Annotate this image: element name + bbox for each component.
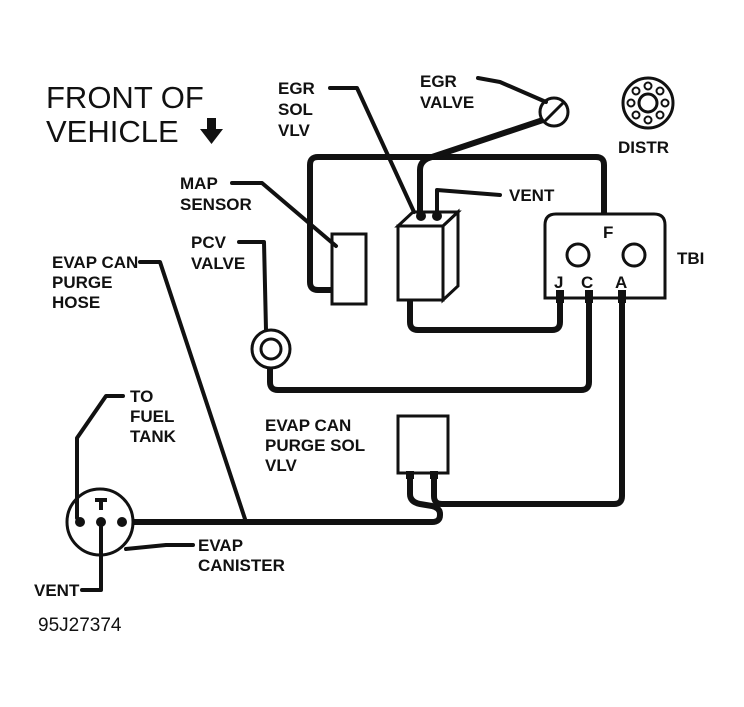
egr-sol-label-3: VLV [278,121,310,140]
down-arrow-icon [200,118,223,144]
fuel-tank-label-1: TO [130,387,153,406]
front-of-label-line2: VEHICLE [46,114,179,149]
purge-hose-leader [138,260,247,521]
pcv-leader [237,240,268,332]
distr-label: DISTR [618,138,669,157]
purge-sol-label-1: EVAP CAN [265,416,351,435]
distributor-terminal [655,110,665,120]
vent-canister-leader [80,525,103,592]
egr-solenoid-valve [394,208,462,304]
egr-sol-label-1: EGR [278,79,315,98]
distributor-terminal [626,98,636,108]
evap-purge-solenoid-valve [396,414,450,479]
canister-label-1: EVAP [198,536,243,555]
egr-valve-hose [429,115,552,160]
distributor-terminal [643,81,653,91]
map-sensor-label-1: MAP [180,174,218,193]
egr-sol-vent-lead [435,188,502,218]
egr-valve-label-1: EGR [420,72,457,91]
fuel-tank-leader [75,394,125,520]
egr-sol-label-2: SOL [278,100,313,119]
pcv-valve [250,328,292,370]
tbi-a-to-purge-sol-hose [431,287,625,507]
egr-sol-to-tbi-j-hose [407,287,563,333]
pcv-to-tbi-c-hose [267,287,592,393]
purge-hose-label-2: PURGE [52,273,112,292]
distributor-terminal [643,115,653,125]
tbi-port-j-label: J [554,273,563,292]
pcv-label-2: VALVE [191,254,245,273]
egr-sol-leader [328,86,416,214]
tbi-port-f-label: F [603,223,613,242]
pcv-label-1: PCV [191,233,227,252]
evap-canister [65,487,135,557]
canister-leader [124,543,195,551]
purge-sol-label-2: PURGE SOL [265,436,365,455]
purge-hose-label-3: HOSE [52,293,100,312]
tbi-label: TBI [677,249,704,268]
egr-valve [538,96,570,128]
distributor-icon [621,76,675,130]
tbi-port-a-label: A [615,273,627,292]
vent-bottom-label: VENT [34,581,80,600]
distributor-terminal [660,98,670,108]
purge-sol-to-canister-hose [119,465,443,525]
figure-code: 95J27374 [38,615,122,636]
map-sensor-leader [230,181,338,248]
distributor-terminal [631,110,641,120]
map-sensor-label-2: SENSOR [180,195,252,214]
egr-valve-label-2: VALVE [420,93,474,112]
vent-top-label: VENT [509,186,555,205]
map-sensor-hose [307,154,607,293]
tbi-port-c-label: C [581,273,593,292]
fuel-tank-label-3: TANK [130,427,177,446]
fuel-tank-label-2: FUEL [130,407,174,426]
canister-label-2: CANISTER [198,556,285,575]
distributor-terminal [655,86,665,96]
egr-valve-leader [476,76,548,104]
throttle-body-injection [543,212,667,303]
distributor-terminal [631,86,641,96]
egr-sol-to-top-hose [417,154,435,215]
front-of-label-line1: FRONT OF [46,80,204,115]
purge-sol-label-3: VLV [265,456,297,475]
purge-hose-label-1: EVAP CAN [52,253,138,272]
